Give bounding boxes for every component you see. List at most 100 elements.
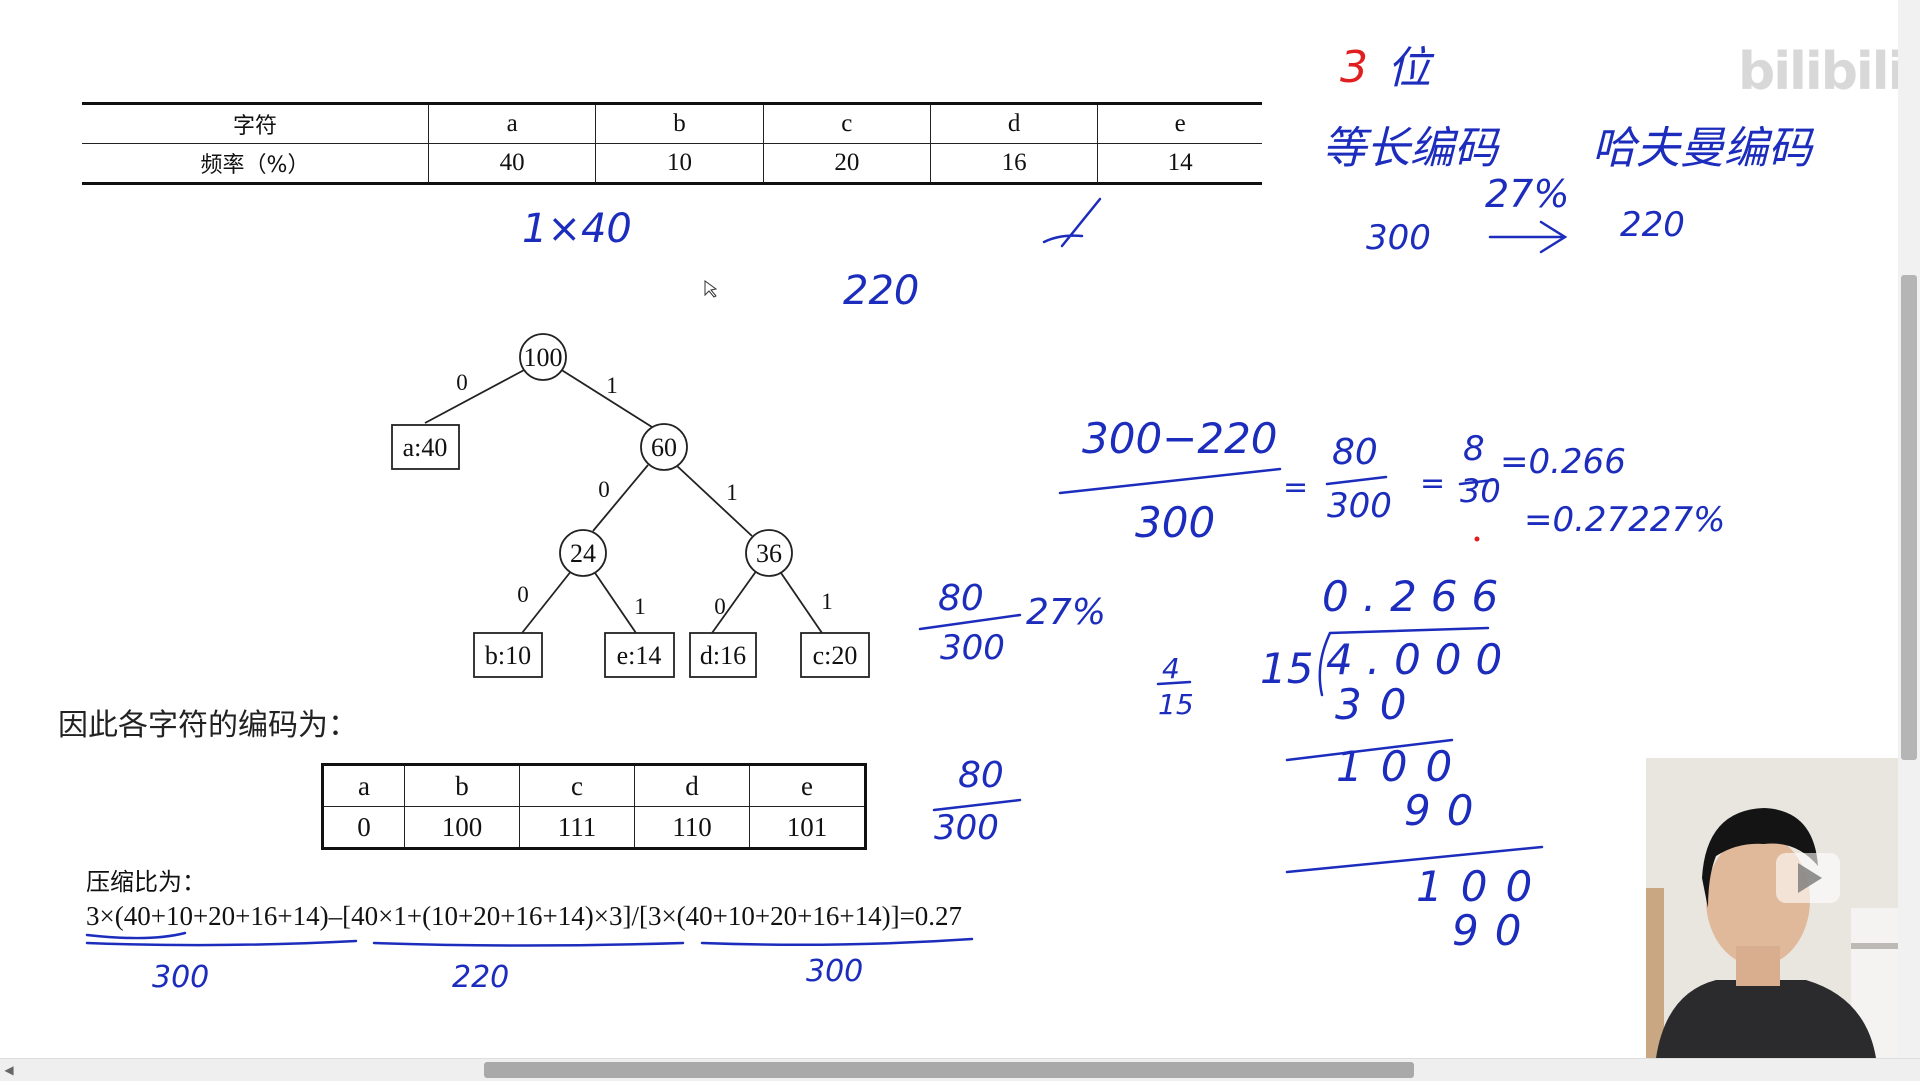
edge-label-1: 1 [726,480,738,505]
presenter-video [1646,758,1898,1058]
hw-100-rem: 100 [1336,742,1471,791]
edge-label-0: 0 [598,477,610,502]
tree-edge [778,569,823,634]
formula-part-original: 3×(40+10+20+16+14) [86,901,329,931]
hw-8: 8 [1463,429,1485,469]
tree-edge [675,464,753,537]
hw-underline [85,939,358,947]
tree-edge [592,569,637,634]
frequency-table: 字符 a b c d e 频率（%） 40 10 20 16 14 [82,102,1262,185]
hw-80-mid: 80 [958,755,1004,796]
compression-ratio-label: 压缩比为： [86,868,206,896]
leaf-d-label: d:16 [700,641,746,670]
code-heading: 因此各字符的编码为： [58,708,358,743]
hw-27-left: 27% [1026,592,1107,633]
hw-divisor: 15 [1260,644,1314,693]
mouse-cursor-icon [704,280,718,298]
tree-edge [424,368,527,424]
leaf-a-label: a:40 [403,433,448,462]
hw-3: 3 [1340,42,1368,93]
tree-node-60-label: 60 [651,433,677,462]
leaf-b-box [473,632,543,678]
tree-edge [559,368,653,428]
hw-90-sub: 90 [1404,786,1490,835]
hw-100-rem2: 100 [1416,862,1551,911]
hw-fraction-bar [1058,467,1282,495]
tree-edge [592,464,649,532]
hw-underline [85,931,187,940]
hw-1x40: 1×40 [522,206,632,252]
edge-label-1: 1 [634,594,646,619]
hw-30: 30 [1460,472,1501,510]
edge-label-1: 1 [821,589,833,614]
compression-ratio-formula: 3×(40+10+20+16+14)–[40×1+(10+20+16+14)×3… [86,901,962,932]
code-value-cell: 101 [749,806,866,849]
edge-label-0: 0 [517,582,529,607]
hw-fraction-bar [932,798,1022,812]
hw-30-sub: 30 [1335,680,1425,729]
hw-fraction-denominator: 300 [1135,498,1216,547]
code-value-cell: 110 [634,806,750,849]
hw-division-bracket [1318,631,1332,697]
frequency-header-cell: d [929,102,1098,144]
edge-label-0: 0 [456,370,468,395]
hw-equals: = [1420,466,1446,501]
code-value-cell: 100 [404,806,520,849]
code-table-header-row: a b c d e [322,764,866,807]
frequency-table-value-row: 频率（%） 40 10 20 16 14 [82,143,1262,185]
hw-quotient: 0.266 [1322,572,1513,621]
frequency-value-cell: 20 [762,143,931,185]
code-header-cell: a [322,764,405,807]
frequency-value-cell: 40 [427,143,596,185]
hw-027227: =0.27227% [1524,500,1726,540]
hw-80-left: 80 [938,578,984,619]
hw-huffman-code: 哈夫曼编码 [1592,123,1812,174]
frequency-header-cell: b [595,102,764,144]
vertical-scrollbar-thumb[interactable] [1901,275,1917,760]
hw-300-den: 300 [1327,486,1392,526]
leaf-a-box [391,424,460,470]
hw-under-220: 220 [452,960,510,995]
hw-80: 80 [1332,432,1378,473]
hw-15: 15 [1158,688,1194,721]
hw-dividend: 4.000 [1326,635,1517,684]
formula-part-huffman: –[40×1+(10+20+16+14)×3]/ [328,901,639,931]
frequency-value-cell: 10 [595,143,764,185]
hw-bit: 位 [1387,43,1431,94]
tree-node-24 [559,529,607,577]
code-table: a b c d e 0 100 111 110 101 [321,763,867,850]
edge-label-1: 1 [606,373,618,398]
bilibili-watermark: bilibili [1738,42,1905,102]
hw-equals: = [1283,470,1309,505]
hw-4: 4 [1162,652,1180,685]
hw-arrow-head [1539,220,1568,254]
hw-fraction-bar [1325,475,1388,486]
hw-division-line [1285,845,1544,874]
hw-27-percent: 27% [1485,172,1570,216]
hw-fraction-bar [918,613,1022,631]
hw-300-mid: 300 [934,808,999,848]
frequency-value-cell: 频率（%） [82,143,429,185]
code-value-cell: 0 [322,806,405,849]
tree-node-36-label: 36 [756,539,782,568]
tree-node-36 [745,529,793,577]
frequency-header-cell: e [1097,102,1262,144]
hw-under-300b: 300 [806,954,864,989]
tree-edge [521,569,573,634]
hw-300: 300 [1366,218,1431,258]
scroll-left-arrow-icon[interactable]: ◀ [4,1063,14,1077]
tree-node-root-label: 100 [524,343,563,372]
leaf-c-box [800,632,870,678]
hw-red-dot [1474,536,1480,542]
horizontal-scrollbar-thumb[interactable] [484,1062,1414,1078]
play-button-icon[interactable] [1776,853,1840,903]
hw-division-line [1285,738,1454,762]
frequency-value-cell: 16 [929,143,1098,185]
hw-300-left: 300 [940,628,1005,668]
leaf-b-label: b:10 [485,641,531,670]
frequency-header-cell: 字符 [82,102,429,144]
frequency-value-cell: 14 [1097,143,1262,185]
formula-part-denominator: [3×(40+10+20+16+14)]=0.27 [638,901,963,931]
